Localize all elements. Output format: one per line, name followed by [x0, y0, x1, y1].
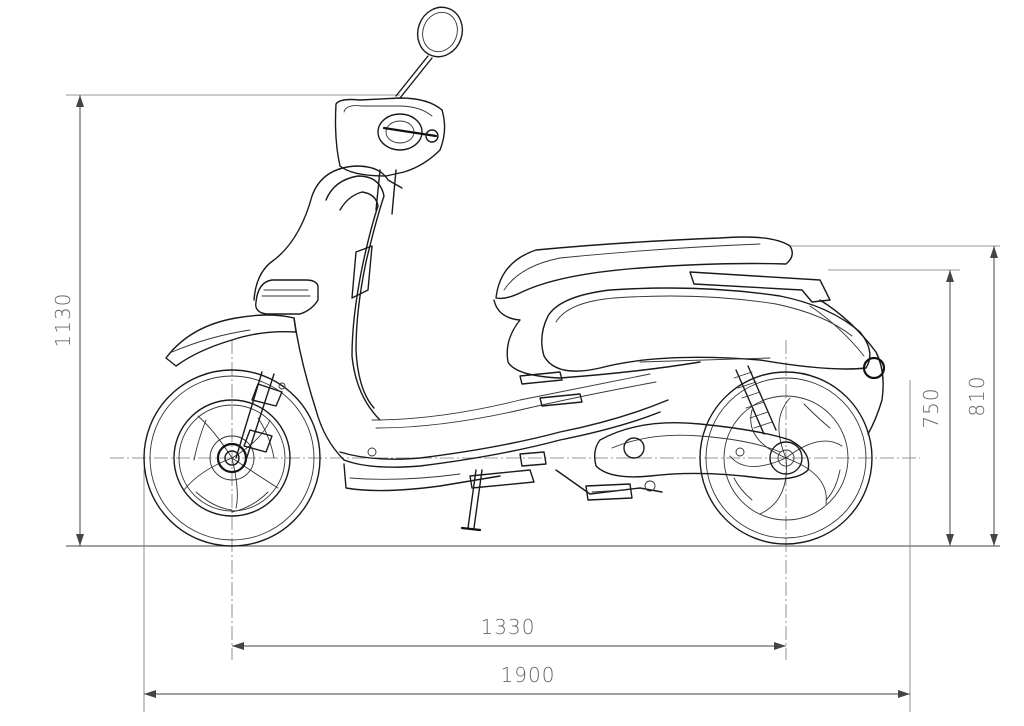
rear-shock	[733, 365, 777, 435]
overall-length-label: 1900	[501, 663, 556, 687]
swing-arm	[593, 422, 810, 480]
front-fender	[165, 314, 297, 367]
front-body	[253, 165, 669, 492]
overall-height-label: 1130	[51, 293, 75, 348]
body-details	[278, 357, 771, 457]
seat	[495, 236, 793, 300]
front-fork	[235, 371, 283, 461]
rear-body	[493, 271, 886, 435]
front-wheel	[143, 369, 321, 547]
mirror	[395, 6, 464, 99]
handlebar	[334, 97, 446, 215]
seat-height-outer-label: 810	[965, 375, 989, 416]
dimension-lines	[66, 94, 1000, 712]
seat-height-inner-label: 750	[919, 387, 943, 428]
wheelbase-label: 1330	[481, 615, 536, 639]
stand	[460, 451, 663, 532]
rear-wheel	[699, 371, 873, 545]
